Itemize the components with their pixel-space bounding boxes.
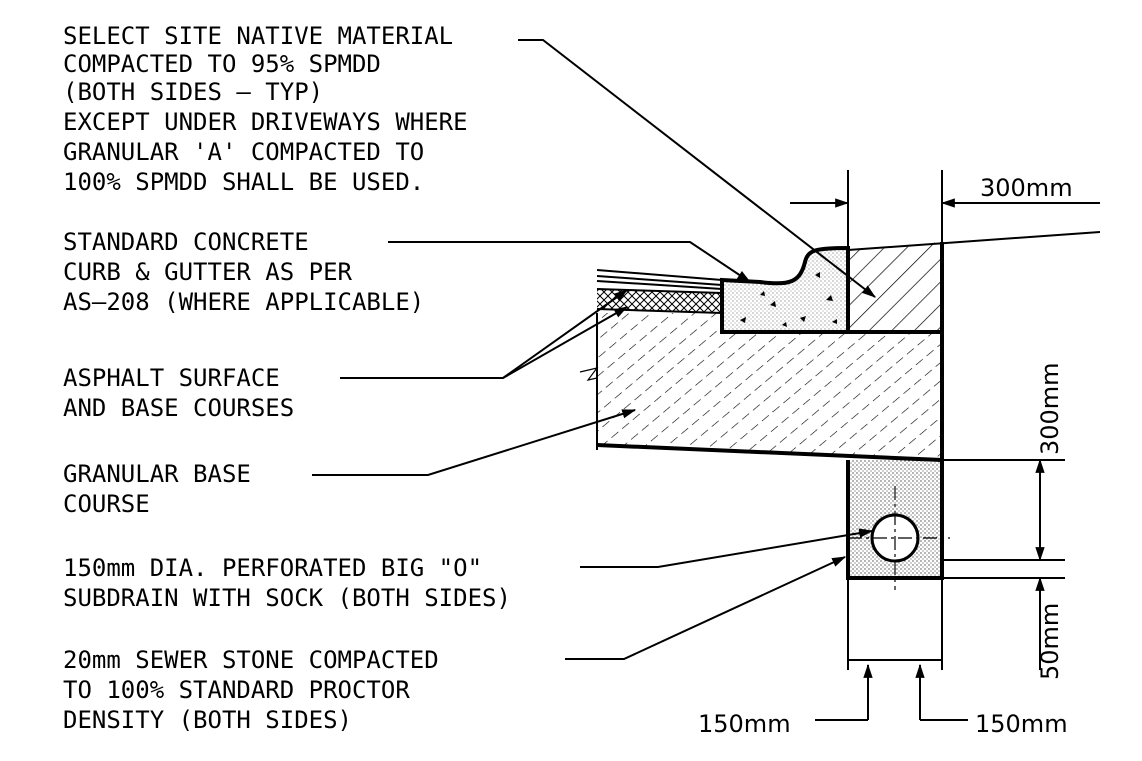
note-native-material-line-6: 100% SPMDD SHALL BE USED.: [63, 168, 424, 196]
leader-asphalt: [340, 289, 629, 379]
subdrain-trench: [846, 460, 950, 590]
dimension-top-width: 300mm: [790, 170, 1100, 250]
note-native-material: SELECT SITE NATIVE MATERIAL COMPACTED TO…: [63, 22, 468, 196]
leader-native-material: [518, 39, 876, 298]
dimension-depth: 300mm: [942, 362, 1065, 579]
note-native-material-line-1: SELECT SITE NATIVE MATERIAL: [63, 22, 453, 50]
note-granular-line-1: GRANULAR BASE: [63, 460, 251, 488]
note-granular: GRANULAR BASE COURSE: [63, 460, 251, 518]
note-native-material-line-5: GRANULAR 'A' COMPACTED TO: [63, 138, 424, 166]
dimension-trench: 150mm 150mm: [698, 578, 1068, 738]
note-asphalt: ASPHALT SURFACE AND BASE COURSES: [63, 364, 294, 422]
note-stone: 20mm SEWER STONE COMPACTED TO 100% STAND…: [63, 646, 439, 734]
note-stone-line-2: TO 100% STANDARD PROCTOR: [63, 676, 410, 704]
note-stone-line-1: 20mm SEWER STONE COMPACTED: [63, 646, 439, 674]
note-granular-line-2: COURSE: [63, 490, 150, 518]
dimension-bottom-gap: 50mm: [1035, 576, 1064, 680]
leader-granular: [312, 409, 637, 476]
note-subdrain: 150mm DIA. PERFORATED BIG "O" SUBDRAIN W…: [63, 554, 511, 612]
note-native-material-line-4: EXCEPT UNDER DRIVEWAYS WHERE: [63, 108, 468, 136]
note-stone-line-3: DENSITY (BOTH SIDES): [63, 706, 352, 734]
note-curb-line-1: STANDARD CONCRETE: [63, 228, 309, 256]
dim-trench-left-label: 150mm: [698, 710, 791, 738]
note-subdrain-line-1: 150mm DIA. PERFORATED BIG "O": [63, 554, 482, 582]
leader-stone: [565, 556, 847, 660]
leader-subdrain: [580, 528, 874, 568]
note-curb-line-2: CURB & GUTTER AS PER: [63, 258, 353, 286]
granular-base-course: [579, 313, 944, 463]
note-asphalt-line-1: ASPHALT SURFACE: [63, 364, 280, 392]
note-curb: STANDARD CONCRETE CURB & GUTTER AS PER A…: [63, 228, 424, 316]
note-native-material-line-3: (BOTH SIDES – TYP): [63, 78, 323, 106]
dim-trench-right-label: 150mm: [975, 710, 1068, 738]
note-native-material-line-2: COMPACTED TO 95% SPMDD: [63, 50, 381, 78]
asphalt-layers: [596, 269, 723, 314]
leader-curb: [388, 241, 751, 283]
note-subdrain-line-2: SUBDRAIN WITH SOCK (BOTH SIDES): [63, 584, 511, 612]
note-asphalt-line-2: AND BASE COURSES: [63, 394, 294, 422]
dim-depth-label: 300mm: [1036, 362, 1064, 455]
dim-top-width-label: 300mm: [980, 174, 1073, 202]
note-curb-line-3: AS–208 (WHERE APPLICABLE): [63, 288, 424, 316]
native-backfill-block: [846, 231, 1101, 332]
dim-bottom-gap-label: 50mm: [1036, 603, 1064, 680]
